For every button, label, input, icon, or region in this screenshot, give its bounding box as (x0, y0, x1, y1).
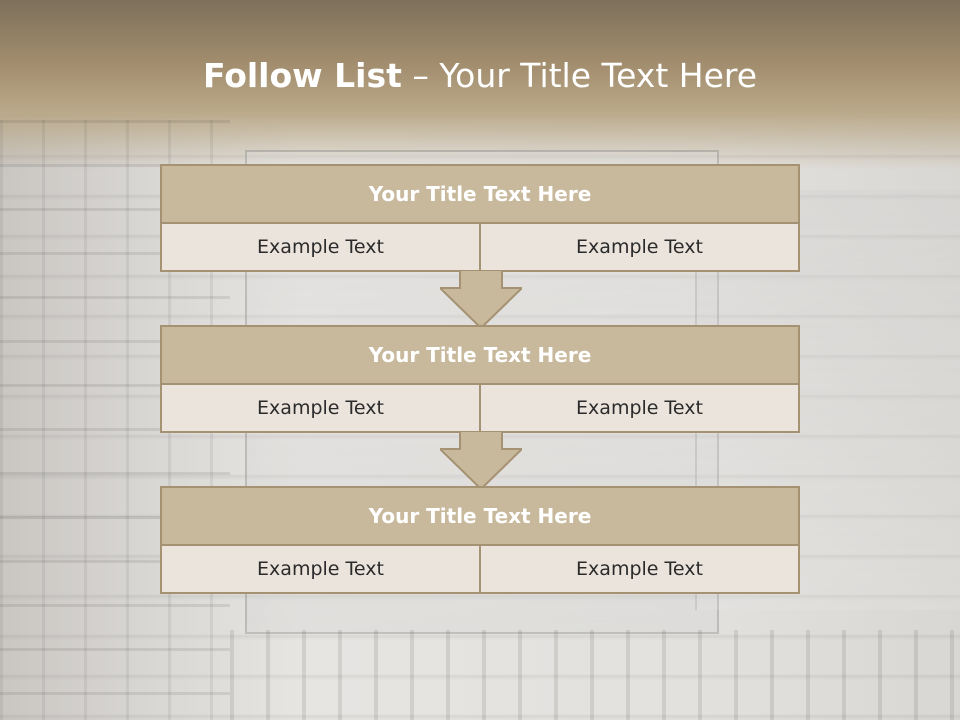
slide-title-bold: Follow List (202, 56, 402, 95)
slide-title-rest: – Your Title Text Here (401, 56, 758, 95)
step-left-text: Example Text (162, 224, 479, 270)
step-row: Example Text Example Text (162, 546, 798, 592)
step-title: Your Title Text Here (162, 327, 798, 385)
step-title: Your Title Text Here (162, 488, 798, 546)
step-row: Example Text Example Text (162, 385, 798, 431)
step-right-text: Example Text (479, 385, 798, 431)
step-left-text: Example Text (162, 546, 479, 592)
step-right-text: Example Text (479, 546, 798, 592)
step-title: Your Title Text Here (162, 166, 798, 224)
step-right-text: Example Text (479, 224, 798, 270)
roof-tiles-bottom (230, 630, 960, 720)
down-arrow-icon (440, 431, 522, 489)
down-arrow-icon (440, 270, 522, 328)
step-left-text: Example Text (162, 385, 479, 431)
step-box-2: Your Title Text Here Example Text Exampl… (160, 325, 800, 433)
step-box-1: Your Title Text Here Example Text Exampl… (160, 164, 800, 272)
step-box-3: Your Title Text Here Example Text Exampl… (160, 486, 800, 594)
step-row: Example Text Example Text (162, 224, 798, 270)
slide-title: Follow List – Your Title Text Here (0, 52, 960, 100)
